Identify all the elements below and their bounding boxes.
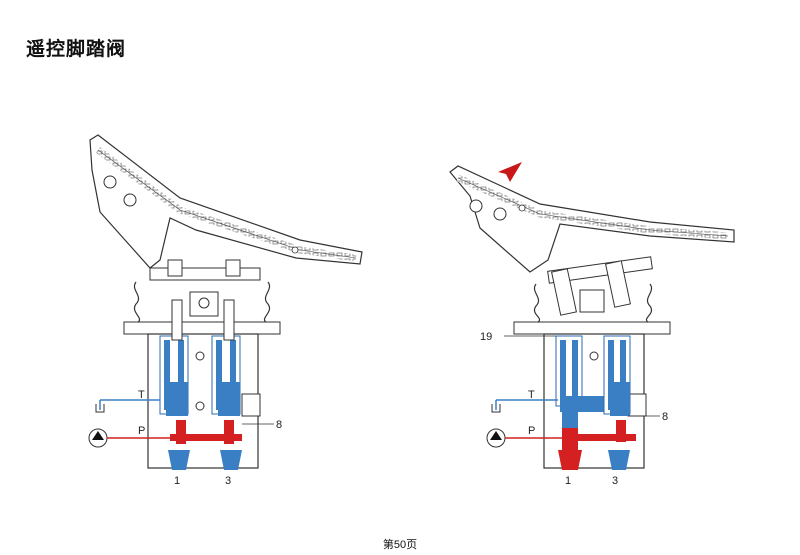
press-arrow-icon	[498, 162, 522, 182]
port-3-label-right: 3	[612, 475, 618, 487]
pressure-line-right	[486, 428, 566, 448]
port-1-label-right: 1	[565, 475, 571, 487]
valve-body-right	[543, 333, 647, 470]
left-valve-diagram: T P 8 1 3	[88, 134, 363, 487]
page-footer: 第50页	[382, 539, 418, 551]
right-valve-diagram: 19 T P 8 1 3	[449, 162, 735, 487]
valve-top-boots-left	[123, 259, 281, 335]
tank-label-right: T	[528, 389, 535, 401]
foot-pedal-right	[449, 165, 735, 273]
tank-label-left: T	[138, 389, 145, 401]
tank-line-right	[491, 399, 558, 413]
pressure-label-right: P	[528, 425, 535, 437]
port-1-label-left: 1	[174, 475, 180, 487]
pressure-line-left	[88, 428, 170, 448]
tank-line-left	[95, 399, 160, 413]
part-19-label-right: 19	[480, 331, 492, 343]
part-8-label-right: 8	[662, 411, 668, 423]
port-3-label-left: 3	[225, 475, 231, 487]
foot-pedal-left	[89, 134, 363, 269]
valve-top-boots-right	[513, 256, 671, 335]
pressure-label-left: P	[138, 425, 145, 437]
part-8-label-left: 8	[276, 419, 282, 431]
valve-body-left	[147, 299, 261, 470]
page-title: 遥控脚踏阀	[26, 38, 127, 60]
